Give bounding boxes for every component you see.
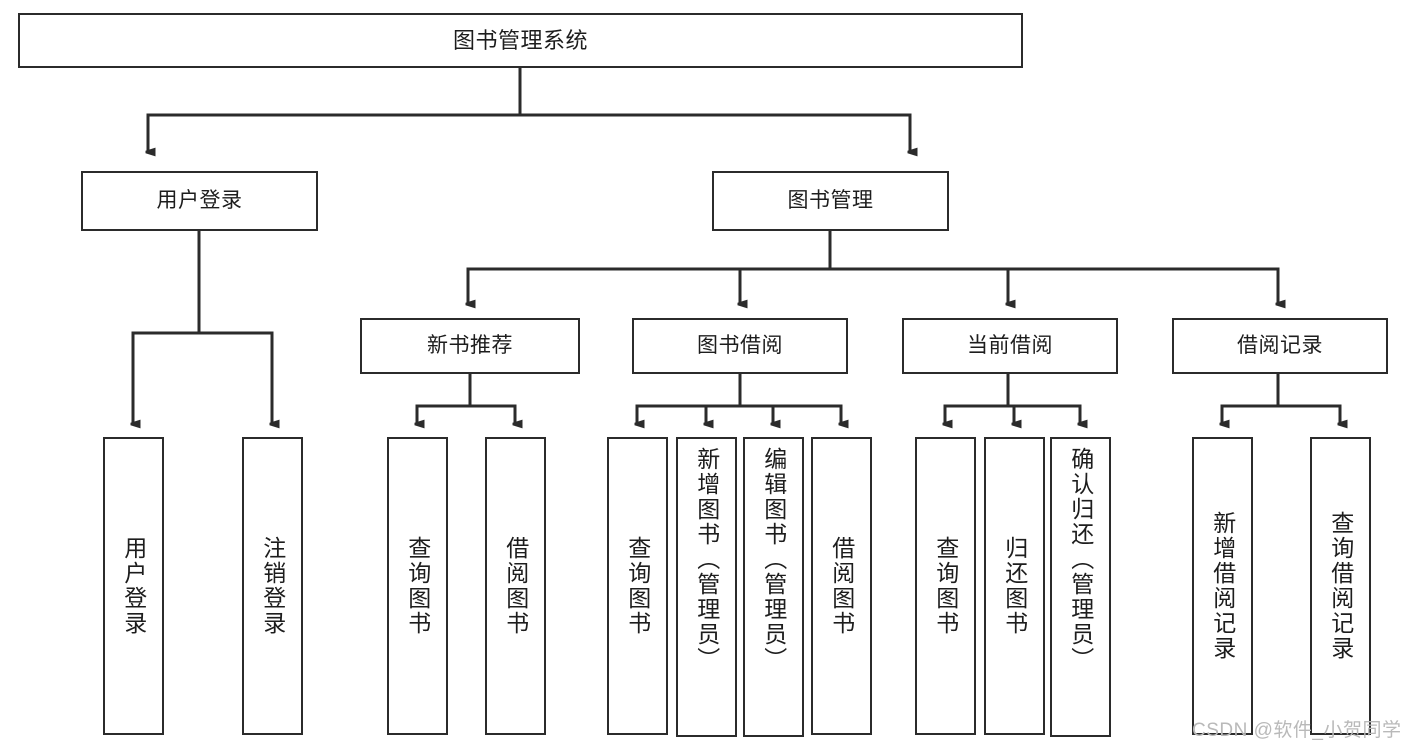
- node-borrow-record[interactable]: 借阅记录: [1172, 318, 1388, 374]
- leaf-query-book-1[interactable]: 查询图书: [387, 437, 448, 735]
- csdn-watermark: CSDN @软件_小贺同学: [1192, 720, 1402, 741]
- leaf-return-book-label: 归还图书: [1001, 536, 1028, 636]
- leaf-return-book[interactable]: 归还图书: [984, 437, 1045, 735]
- node-new-book-recommend[interactable]: 新书推荐: [360, 318, 580, 374]
- node-book-manage-label: 图书管理: [787, 188, 874, 212]
- node-current-borrow-label: 当前借阅: [967, 333, 1053, 357]
- leaf-query-book-1-label: 查询图书: [404, 536, 431, 636]
- leaf-confirm-return[interactable]: 确认归还（管理员）: [1050, 437, 1111, 737]
- leaf-add-book-label: 新增图书（管理员）: [693, 447, 720, 672]
- leaf-user-logout-label: 注销登录: [259, 536, 286, 636]
- leaf-confirm-return-label: 确认归还（管理员）: [1067, 447, 1094, 672]
- leaf-query-record-label: 查询借阅记录: [1327, 511, 1354, 661]
- node-new-book-recommend-label: 新书推荐: [427, 333, 513, 357]
- node-user-login[interactable]: 用户登录: [81, 171, 318, 231]
- leaf-add-record[interactable]: 新增借阅记录: [1192, 437, 1253, 735]
- node-current-borrow[interactable]: 当前借阅: [902, 318, 1118, 374]
- leaf-edit-book-label: 编辑图书（管理员）: [760, 447, 787, 672]
- leaf-add-book[interactable]: 新增图书（管理员）: [676, 437, 737, 737]
- node-book-borrow[interactable]: 图书借阅: [632, 318, 848, 374]
- leaf-edit-book[interactable]: 编辑图书（管理员）: [743, 437, 804, 737]
- leaf-query-book-3-label: 查询图书: [932, 536, 959, 636]
- node-root[interactable]: 图书管理系统: [18, 13, 1023, 68]
- leaf-query-book-3[interactable]: 查询图书: [915, 437, 976, 735]
- leaf-query-record[interactable]: 查询借阅记录: [1310, 437, 1371, 735]
- node-book-manage[interactable]: 图书管理: [712, 171, 949, 231]
- leaf-user-logout[interactable]: 注销登录: [242, 437, 303, 735]
- node-book-borrow-label: 图书借阅: [697, 333, 783, 357]
- node-root-label: 图书管理系统: [452, 27, 588, 53]
- node-user-login-label: 用户登录: [156, 188, 243, 212]
- leaf-query-book-2-label: 查询图书: [624, 536, 651, 636]
- leaf-add-record-label: 新增借阅记录: [1209, 511, 1236, 661]
- leaf-user-login-label: 用户登录: [120, 536, 147, 636]
- leaf-borrow-book-2[interactable]: 借阅图书: [811, 437, 872, 735]
- leaf-borrow-book-1-label: 借阅图书: [502, 536, 529, 636]
- leaf-user-login[interactable]: 用户登录: [103, 437, 164, 735]
- leaf-borrow-book-2-label: 借阅图书: [828, 536, 855, 636]
- node-borrow-record-label: 借阅记录: [1237, 333, 1323, 357]
- leaf-query-book-2[interactable]: 查询图书: [607, 437, 668, 735]
- leaf-borrow-book-1[interactable]: 借阅图书: [485, 437, 546, 735]
